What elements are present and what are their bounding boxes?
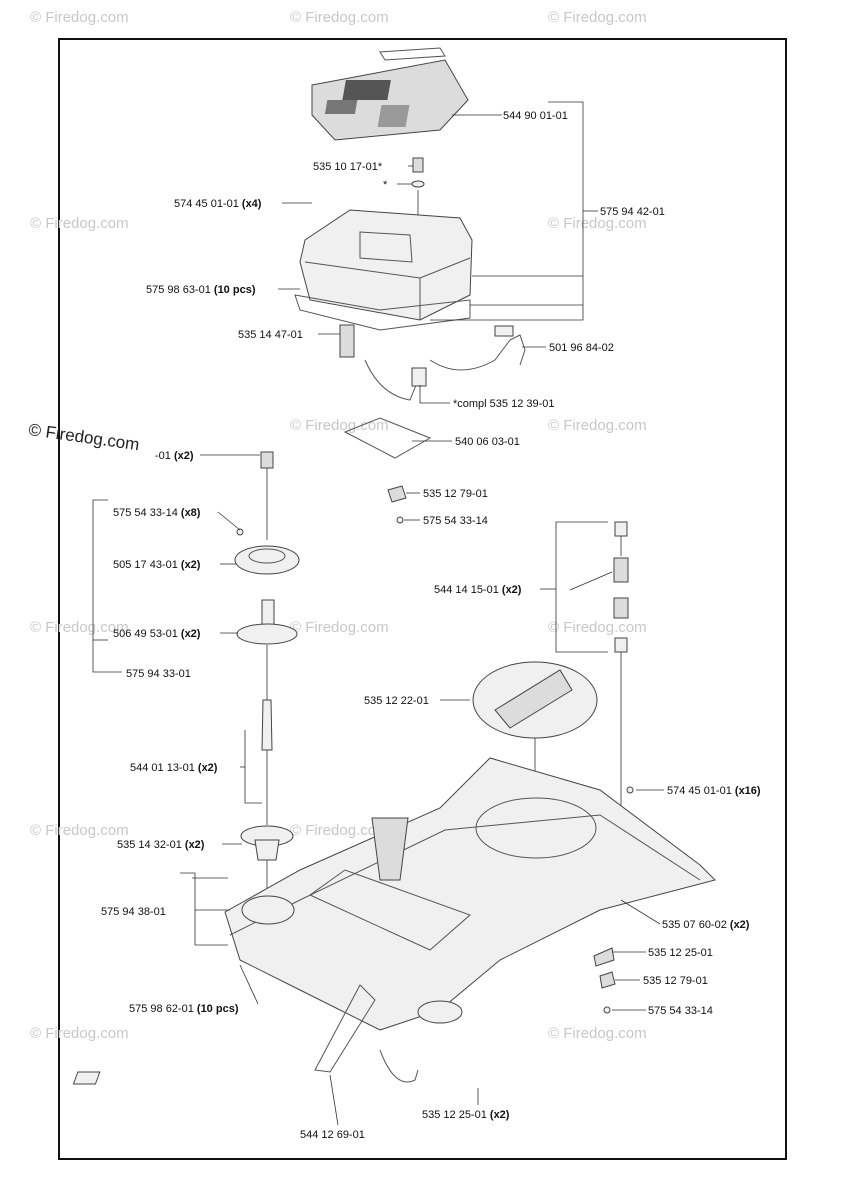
diagram-frame xyxy=(58,38,787,1160)
watermark: © Firedog.com xyxy=(548,619,647,636)
watermark: © Firedog.com xyxy=(30,1025,129,1042)
part-label: 535 07 60-02 (x2) xyxy=(662,919,750,931)
watermark: © Firedog.com xyxy=(548,417,647,434)
part-label: 575 94 38-01 xyxy=(101,906,166,918)
part-label: 535 14 47-01 xyxy=(238,329,303,341)
part-label: -01 (x2) xyxy=(155,450,194,462)
lid-disk-drawing xyxy=(472,661,598,830)
part-label: 575 94 33-01 xyxy=(126,668,191,680)
part-label: 575 98 63-01 (10 pcs) xyxy=(146,284,256,296)
part-label: 535 10 17-01* xyxy=(313,161,383,173)
part-label: * xyxy=(383,179,388,191)
part-label: 575 98 62-01 (10 pcs) xyxy=(129,1003,239,1015)
watermark: © Firedog.com xyxy=(30,215,129,232)
part-label: 505 17 43-01 (x2) xyxy=(113,559,201,571)
watermark: © Firedog.com xyxy=(290,9,389,26)
screw-drawing xyxy=(396,516,404,524)
bracket-drawing xyxy=(387,485,407,503)
part-label: 535 12 79-01 xyxy=(643,975,708,987)
watermark: © Firedog.com xyxy=(30,619,129,636)
part-label: 575 94 42-01 xyxy=(600,206,665,218)
part-535-14-47-drawing xyxy=(339,324,355,358)
part-label: 535 12 79-01 xyxy=(423,488,488,500)
part-label: 535 14 32-01 (x2) xyxy=(117,839,205,851)
leader-lines xyxy=(92,101,664,1126)
part-label: 535 12 25-01 xyxy=(648,947,713,959)
part-540-06-03-drawing xyxy=(343,417,432,459)
watermark: © Firedog.com xyxy=(548,1025,647,1042)
watermark: © Firedog.com xyxy=(290,619,389,636)
part-label: 544 01 13-01 (x2) xyxy=(130,762,218,774)
part-label: 574 45 01-01 (x16) xyxy=(667,785,761,797)
part-label: *compl 535 12 39-01 xyxy=(453,398,555,410)
part-label: 535 12 22-01 xyxy=(364,695,429,707)
cable-drawing xyxy=(364,325,526,401)
part-label: 535 12 25-01 (x2) xyxy=(422,1109,510,1121)
watermark: © Firedog.com xyxy=(548,9,647,26)
part-label: 544 14 15-01 (x2) xyxy=(434,584,522,596)
chassis-drawing xyxy=(72,757,716,1085)
part-label: 501 96 84-02 xyxy=(549,342,614,354)
part-label: 544 12 69-01 xyxy=(300,1129,365,1141)
housing-cover-drawing xyxy=(294,209,473,331)
watermark: © Firedog.com xyxy=(30,822,129,839)
watermark: © Firedog.com xyxy=(290,822,389,839)
part-label: 575 54 33-14 xyxy=(423,515,488,527)
display-panel-drawing xyxy=(311,47,469,141)
watermark: © Firedog.com xyxy=(548,215,647,232)
watermark: © Firedog.com xyxy=(290,417,389,434)
part-label: 574 45 01-01 (x4) xyxy=(174,198,262,210)
part-label: 540 06 03-01 xyxy=(455,436,520,448)
screw-drawing xyxy=(626,786,634,794)
part-label: 575 54 33-14 xyxy=(648,1005,713,1017)
part-labels: 544 90 01-01 535 10 17-01* * 574 45 01-0… xyxy=(101,110,761,1141)
part-label: 506 49 53-01 (x2) xyxy=(113,628,201,640)
lower-bracket-drawing xyxy=(593,947,616,1014)
hinge-column-drawing xyxy=(569,521,629,895)
left-column-drawing xyxy=(234,451,300,905)
part-label: 544 90 01-01 xyxy=(503,110,568,122)
part-label: 575 54 33-14 (x8) xyxy=(113,507,201,519)
watermark: © Firedog.com xyxy=(30,9,129,26)
